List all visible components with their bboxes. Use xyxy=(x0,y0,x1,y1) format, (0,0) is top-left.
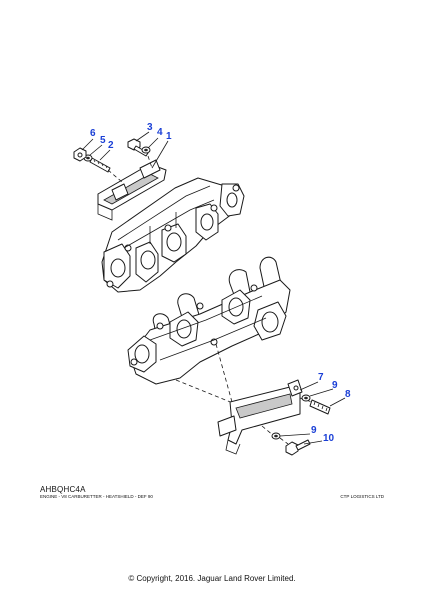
callout-9-upper: 9 xyxy=(332,380,338,391)
callout-1: 1 xyxy=(166,131,172,142)
callout-9-lower: 9 xyxy=(311,425,317,436)
callout-4: 4 xyxy=(157,127,163,138)
publisher-name: CTP LOGISTICS LTD xyxy=(340,494,384,499)
diagram-reference-code: AHBQHC4A xyxy=(40,485,86,494)
callout-labels: 1 2 3 4 5 6 7 8 9 9 10 xyxy=(90,122,351,444)
callout-2: 2 xyxy=(108,140,114,151)
lower-exhaust-manifold xyxy=(127,256,291,419)
copyright-notice: © Copyright, 2016. Jaguar Land Rover Lim… xyxy=(128,574,296,583)
callout-5: 5 xyxy=(100,135,106,146)
callout-8: 8 xyxy=(345,389,351,400)
callout-3: 3 xyxy=(147,122,153,133)
callout-10: 10 xyxy=(323,433,335,444)
lower-bracket xyxy=(217,379,313,455)
callout-7: 7 xyxy=(318,372,324,383)
lower-fasteners xyxy=(271,394,331,456)
callout-leaders xyxy=(81,131,346,445)
diagram-caption: ENGINE - V8 CARBURETTER - HEATSHIELD - D… xyxy=(40,494,153,499)
upper-fasteners xyxy=(73,138,153,183)
upper-heatshield xyxy=(97,159,167,221)
callout-6: 6 xyxy=(90,128,96,139)
upper-exhaust-manifold xyxy=(101,177,245,293)
